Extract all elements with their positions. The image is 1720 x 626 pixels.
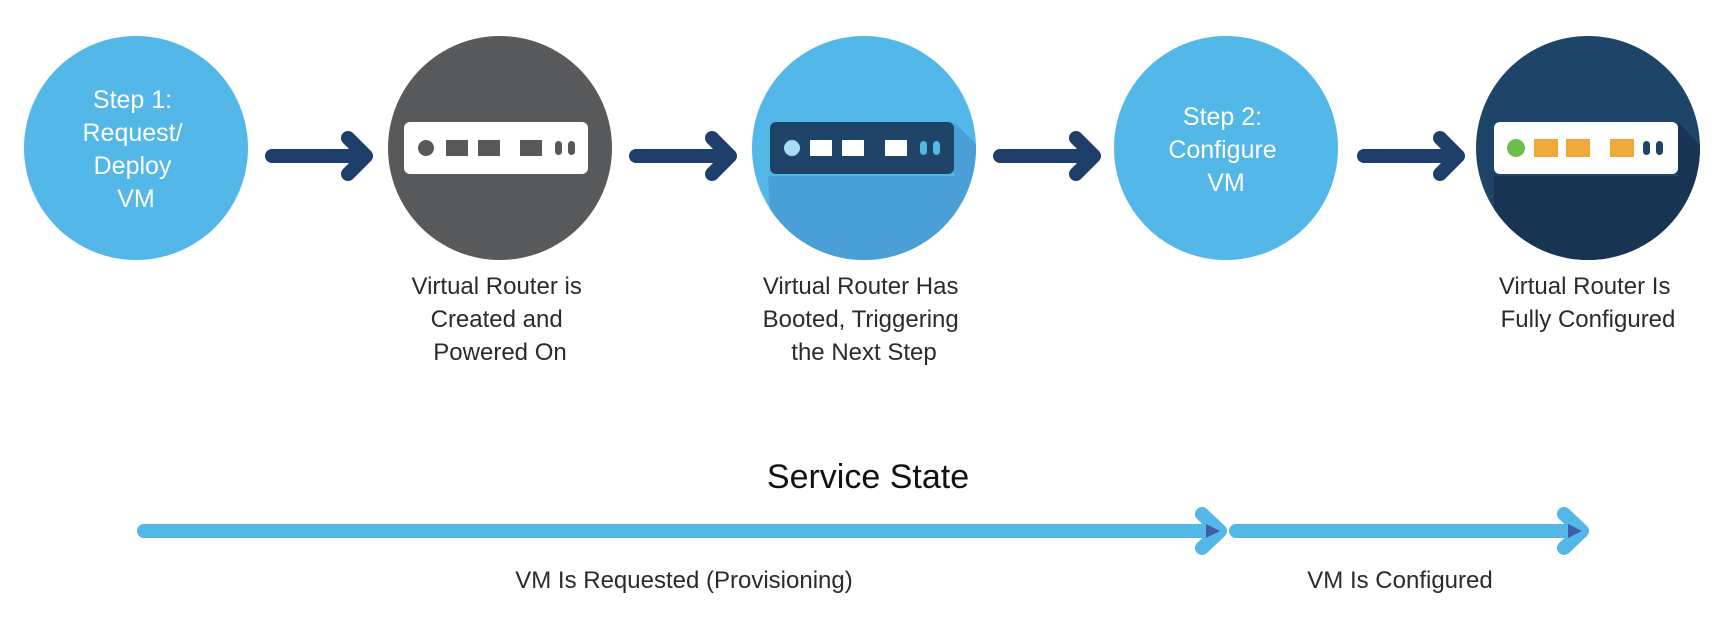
caption-line: the Next Step (791, 339, 936, 366)
flow-arrow-icon (265, 131, 373, 181)
phase-configured-label: VM Is Configured (1307, 567, 1492, 594)
router-created-caption: Virtual Router is Created and Powered On (412, 273, 589, 366)
step-2-line: Configure (1168, 136, 1276, 164)
flow-arrow-icon (1357, 131, 1465, 181)
step-1-label: Step 1: Request/ Deploy VM (82, 86, 189, 213)
caption-line: Virtual Router Is (1499, 273, 1671, 300)
timeline-phase-provisioning (137, 507, 1227, 555)
step-1-line: Request/ (82, 119, 182, 147)
router-icon-gray (404, 122, 588, 174)
service-state-title: Service State (767, 458, 969, 496)
flow-arrow-icon (993, 131, 1101, 181)
caption-line: Booted, Triggering (763, 306, 959, 333)
step-2-line: VM (1207, 169, 1245, 197)
phase-provisioning-label: VM Is Requested (Provisioning) (515, 567, 852, 594)
caption-line: Powered On (433, 339, 566, 366)
router-icon-configured (1494, 122, 1678, 174)
router-booted-node (752, 36, 976, 260)
step-2-label: Step 2: Configure VM (1168, 103, 1283, 197)
timeline-phase-configured (1229, 507, 1589, 555)
flow-arrow-icon (629, 131, 737, 181)
caption-line: Virtual Router is (412, 273, 582, 300)
router-configured-caption: Virtual Router Is Fully Configured (1499, 273, 1677, 333)
router-booted-caption: Virtual Router Has Booted, Triggering th… (763, 273, 966, 366)
caption-line: Created and (431, 306, 563, 333)
step-1-line: Deploy (94, 152, 172, 180)
caption-line: Virtual Router Has (763, 273, 959, 300)
router-configured-node (1476, 36, 1700, 260)
step-1-line: Step 1: (93, 86, 172, 114)
step-2-line: Step 2: (1183, 103, 1262, 131)
caption-line: Fully Configured (1501, 306, 1676, 333)
step-1-line: VM (117, 185, 155, 213)
router-created-node (388, 36, 612, 260)
router-icon-blue (770, 122, 954, 174)
step-2-node: Step 2: Configure VM (1114, 36, 1338, 260)
step-1-node: Step 1: Request/ Deploy VM (24, 36, 248, 260)
